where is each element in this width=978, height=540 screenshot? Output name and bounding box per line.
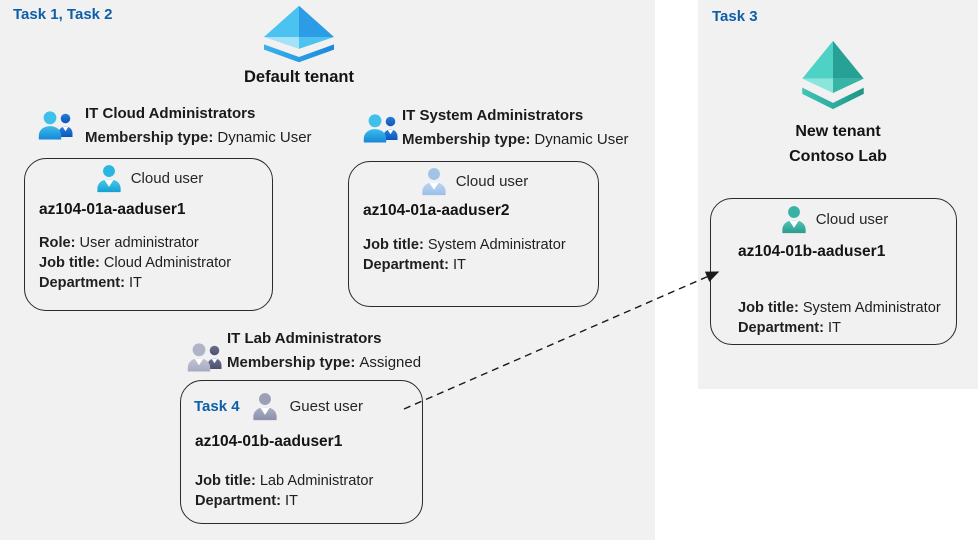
user-type-label: Cloud user xyxy=(455,172,529,190)
field-value: IT xyxy=(452,257,466,273)
user-fields: Job title:System Administrator Departmen… xyxy=(363,235,566,275)
field-value: User administrator xyxy=(79,235,199,251)
group-membership-system-admins: Membership type:Dynamic User xyxy=(402,131,629,148)
group-icon-cloud-admins xyxy=(38,111,73,140)
user-name: az104-01a-aaduser2 xyxy=(363,202,510,219)
field-value: IT xyxy=(128,275,142,291)
user-type-label: Guest user xyxy=(289,397,363,415)
field-label: Department: xyxy=(363,257,449,273)
field-label: Department: xyxy=(195,493,281,509)
user-name: az104-01b-aaduser1 xyxy=(195,433,343,450)
new-tenant-title-line2: Contoso Lab xyxy=(789,148,887,165)
user-type-label: Cloud user xyxy=(130,169,204,187)
membership-label: Membership type: xyxy=(227,354,356,371)
membership-value: Dynamic User xyxy=(217,129,312,146)
default-tenant-panel xyxy=(0,0,655,540)
user-card-header: Cloud user xyxy=(25,163,272,193)
field-value: System Administrator xyxy=(802,300,941,316)
user-card-header: Task 4 Guest user xyxy=(181,391,422,421)
user-card-aaduser1a: Cloud user az104-01a-aaduser1 Role:User … xyxy=(24,158,273,311)
membership-value: Dynamic User xyxy=(534,131,629,148)
field-value: IT xyxy=(827,320,841,336)
user-fields: Job title:System Administrator Departmen… xyxy=(738,298,941,338)
task-1-2-label: Task 1, Task 2 xyxy=(13,6,113,23)
default-tenant-title: Default tenant xyxy=(243,68,354,86)
new-tenant-title-line1: New tenant xyxy=(795,123,881,140)
group-membership-cloud-admins: Membership type:Dynamic User xyxy=(85,129,312,146)
membership-label: Membership type: xyxy=(402,131,531,148)
group-name-lab-admins: IT Lab Administrators xyxy=(227,330,382,347)
user-fields: Job title:Lab Administrator Department:I… xyxy=(195,471,373,511)
field-label: Job title: xyxy=(39,255,100,271)
user-fields: Role:User administrator Job title:Cloud … xyxy=(39,233,231,293)
group-membership-lab-admins: Membership type:Assigned xyxy=(227,354,421,371)
field-value: System Administrator xyxy=(427,237,566,253)
membership-value: Assigned xyxy=(359,354,422,371)
field-label: Job title: xyxy=(195,473,256,489)
group-name-cloud-admins: IT Cloud Administrators xyxy=(85,105,256,122)
user-card-header: Cloud user xyxy=(349,166,598,196)
field-value: Lab Administrator xyxy=(259,473,374,489)
azure-ad-tenant-icon-blue xyxy=(263,5,335,63)
guest-user-icon-gray xyxy=(252,393,277,421)
azure-ad-tenant-icon-teal xyxy=(802,40,864,110)
field-value: Cloud Administrator xyxy=(103,255,232,271)
user-card-guest-aaduser1b: Task 4 Guest user az104-01b-aaduser1 Job… xyxy=(180,380,423,524)
user-card-aaduser2a: Cloud user az104-01a-aaduser2 Job title:… xyxy=(348,161,599,307)
group-icon-system-admins xyxy=(363,114,398,143)
field-label: Job title: xyxy=(738,300,799,316)
user-name: az104-01a-aaduser1 xyxy=(39,201,186,218)
field-label: Department: xyxy=(39,275,125,291)
field-value: IT xyxy=(284,493,298,509)
membership-label: Membership type: xyxy=(85,129,214,146)
user-type-label: Cloud user xyxy=(815,210,889,228)
task-4-label: Task 4 xyxy=(194,397,240,415)
cloud-user-icon-steel-blue xyxy=(422,168,446,196)
user-card-header: Cloud user xyxy=(711,204,956,234)
group-icon-lab-admins xyxy=(187,343,222,372)
task-3-label: Task 3 xyxy=(712,8,758,25)
user-name: az104-01b-aaduser1 xyxy=(738,243,886,260)
cloud-user-icon-teal xyxy=(782,206,806,234)
field-label: Role: xyxy=(39,235,76,251)
user-card-aaduser1b-new-tenant: Cloud user az104-01b-aaduser1 Job title:… xyxy=(710,198,957,345)
field-label: Job title: xyxy=(363,237,424,253)
field-label: Department: xyxy=(738,320,824,336)
group-name-system-admins: IT System Administrators xyxy=(402,107,584,124)
cloud-user-icon-cyan xyxy=(97,165,121,193)
